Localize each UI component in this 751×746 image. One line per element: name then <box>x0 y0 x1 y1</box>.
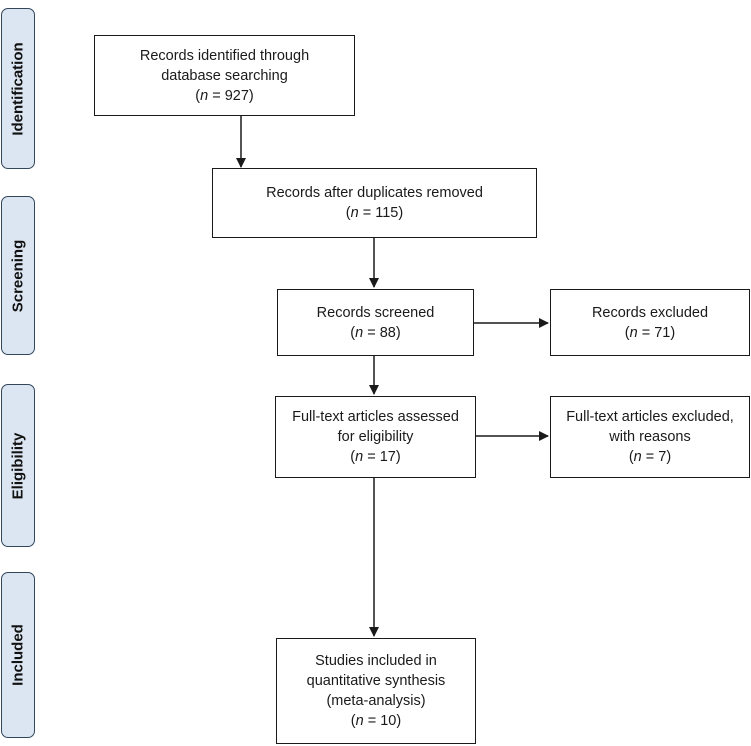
box-records-deduplicated: Records after duplicates removed (n = 11… <box>212 168 537 238</box>
box-text: with reasons <box>609 429 691 445</box>
box-text: Records excluded <box>591 304 709 321</box>
box-text: Records screened <box>316 304 435 321</box>
count-line: (n = 17) <box>350 449 401 465</box>
box-text: Studies included in <box>315 653 437 669</box>
count-line: (n = 7) <box>628 449 672 465</box>
box-text: database searching <box>161 67 288 84</box>
box-text: for eligibility <box>337 429 414 445</box>
box-text: Records after duplicates removed <box>266 185 483 201</box>
count-line: (n = 71) <box>624 324 676 341</box>
box-text: (meta-analysis) <box>326 693 426 709</box>
count-line: (n = 10) <box>350 713 402 729</box>
count-line: (n = 927) <box>195 87 254 104</box>
stage-included: Included <box>1 572 35 738</box>
box-records-excluded: Records excluded (n = 71) <box>550 289 750 356</box>
stage-identification: Identification <box>1 8 35 169</box>
box-studies-included: Studies included in quantitative synthes… <box>276 638 476 744</box>
stage-screening: Screening <box>1 196 35 355</box>
box-fulltext-excluded: Full-text articles excluded, with reason… <box>550 396 750 478</box>
box-text: Full-text articles assessed <box>292 409 459 425</box>
box-records-identified: Records identified through database sear… <box>94 35 355 116</box>
box-text: Full-text articles excluded, <box>566 409 734 425</box>
box-records-screened: Records screened (n = 88) <box>277 289 474 356</box>
count-line: (n = 88) <box>350 324 401 341</box>
box-fulltext-assessed: Full-text articles assessed for eligibil… <box>275 396 476 478</box>
stage-eligibility: Eligibility <box>1 384 35 547</box>
box-text: quantitative synthesis <box>306 673 446 689</box>
box-text: Records identified through <box>139 47 310 64</box>
count-line: (n = 115) <box>345 205 404 221</box>
